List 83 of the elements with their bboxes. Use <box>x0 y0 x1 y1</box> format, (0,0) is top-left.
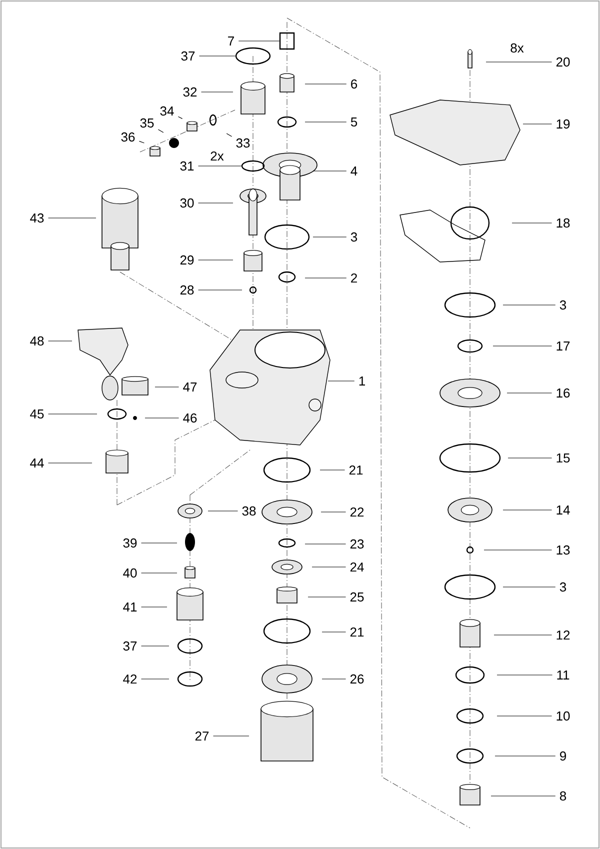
callout-number: 24 <box>350 562 364 572</box>
quantity-label: 2x <box>210 151 224 161</box>
leader-line <box>312 236 347 238</box>
callout-number: 32 <box>183 87 197 97</box>
callout-number: 9 <box>560 751 566 761</box>
callout-number: 44 <box>30 458 44 468</box>
callout-number: 28 <box>180 285 194 295</box>
callout-number: 21 <box>349 465 363 475</box>
leader-line <box>138 140 144 144</box>
callout-number: 15 <box>556 453 570 463</box>
callout-number: 30 <box>180 198 194 208</box>
leader-line <box>140 606 168 608</box>
callout-number: 10 <box>556 711 570 721</box>
callout-number: 21 <box>350 627 364 637</box>
leader-line <box>140 572 178 574</box>
callout-number: 22 <box>350 507 364 517</box>
callout-number: 25 <box>350 592 364 602</box>
callout-number: 3 <box>560 300 566 310</box>
callout-number: 26 <box>350 674 364 684</box>
leader-line <box>140 542 178 544</box>
leader-line <box>308 596 346 598</box>
leader-line <box>322 678 346 680</box>
callout-number: 45 <box>30 409 44 419</box>
callout-number: 1 <box>359 376 365 386</box>
callout-number: 7 <box>228 36 234 46</box>
callout-number: 19 <box>556 119 570 129</box>
leader-line <box>158 129 164 133</box>
leader-line <box>496 674 553 676</box>
leader-line <box>226 133 232 137</box>
callout-number: 16 <box>556 388 570 398</box>
callout-number: 11 <box>557 670 570 680</box>
leader-line <box>312 566 346 568</box>
part-box <box>279 32 295 50</box>
quantity-label: 8x <box>510 43 524 53</box>
callout-number: 38 <box>242 506 256 516</box>
leader-line <box>512 222 552 224</box>
callout-number: 47 <box>183 382 197 392</box>
leader-line <box>154 386 180 388</box>
leader-line <box>502 304 556 306</box>
callout-number: 5 <box>350 117 358 127</box>
callout-number: 13 <box>556 545 570 555</box>
leader-line <box>502 586 556 588</box>
callout-number: 23 <box>350 539 364 549</box>
leader-line <box>312 170 347 172</box>
callout-number: 37 <box>181 51 195 61</box>
callout-number: 4 <box>350 166 358 176</box>
callout-number: 40 <box>123 568 137 578</box>
callout-number: 20 <box>556 57 570 67</box>
callout-number: 8 <box>560 791 566 801</box>
leader-line <box>140 678 170 680</box>
callout-number: 31 <box>180 161 194 171</box>
leader-line <box>48 340 72 342</box>
callout-number: 12 <box>556 630 570 640</box>
callout-number: 43 <box>30 213 44 223</box>
callout-number: 37 <box>123 641 137 651</box>
leader-line <box>494 634 552 636</box>
callout-number: 46 <box>183 413 197 423</box>
callout-number: 36 <box>121 132 135 142</box>
callout-number: 34 <box>160 106 174 116</box>
callout-number: 29 <box>180 255 194 265</box>
callout-number: 3 <box>350 232 358 242</box>
leader-line <box>48 462 92 464</box>
callout-number: 42 <box>123 674 137 684</box>
leader-line <box>238 40 280 42</box>
leader-line <box>328 380 355 382</box>
callout-number: 6 <box>351 79 358 89</box>
leader-line <box>506 392 552 394</box>
callout-number: 17 <box>556 342 570 350</box>
callout-number: 41 <box>123 602 137 612</box>
leader-line <box>178 116 183 119</box>
callout-number: 27 <box>195 731 209 741</box>
callout-number: 3 <box>560 582 566 592</box>
callout-number: 39 <box>123 538 137 548</box>
callout-number: 48 <box>30 336 44 346</box>
o-ring <box>235 47 271 65</box>
leader-line <box>198 202 234 204</box>
callout-number: 14 <box>556 506 570 514</box>
o-ring <box>241 160 265 172</box>
callout-number: 18 <box>556 218 570 228</box>
callout-number: 33 <box>236 138 250 148</box>
callout-number: 35 <box>140 118 154 128</box>
callout-number: 2 <box>351 273 357 283</box>
leader-line <box>208 510 238 512</box>
